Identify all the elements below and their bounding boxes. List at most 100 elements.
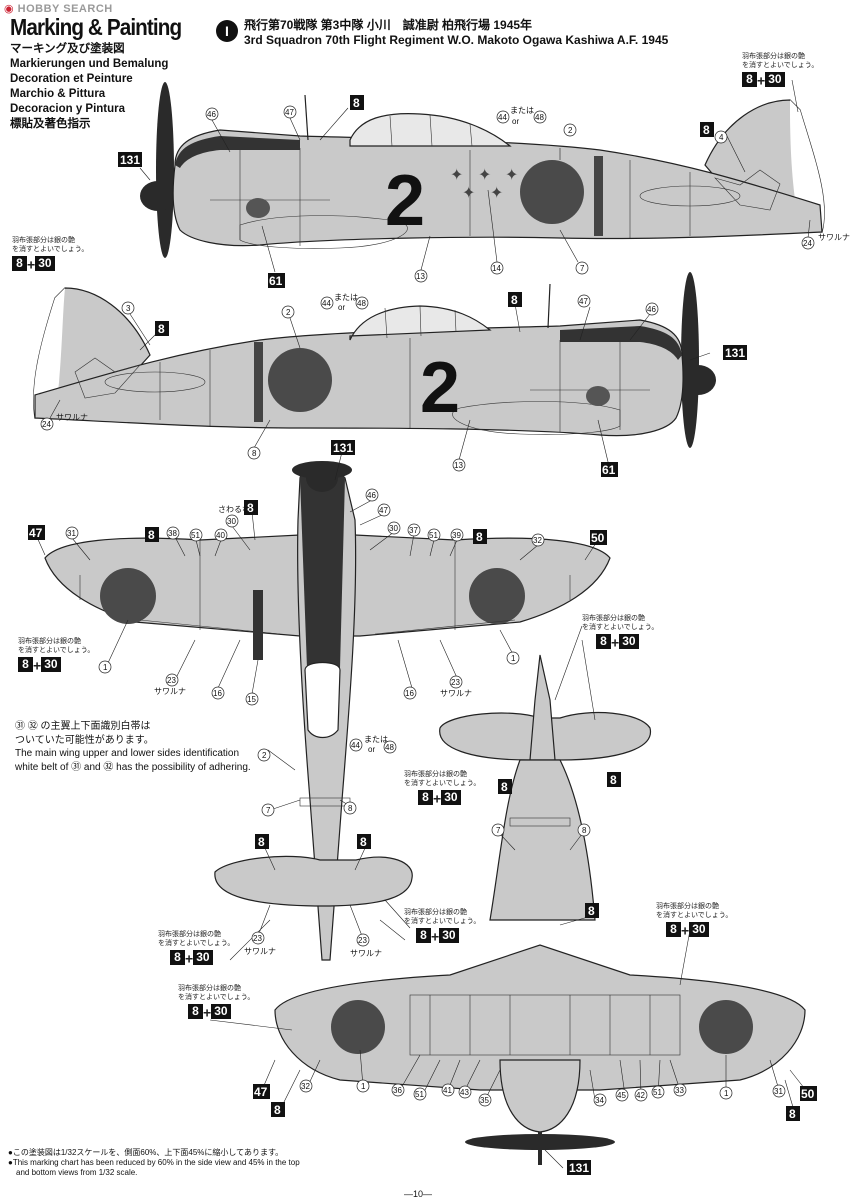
callout-7: 7 — [496, 826, 501, 835]
belt-note-en1: The main wing upper and lower sides iden… — [15, 748, 240, 759]
callout-30: 30 — [389, 524, 398, 533]
callout-1: 1 — [724, 1089, 729, 1098]
wing-stripe — [253, 590, 263, 660]
scheme-line-jp: 飛行第70戦隊 第3中隊 小川 誠准尉 柏飛行場 1945年 — [244, 18, 533, 32]
fabric-note-line1: 羽布張部分は銀の艶 — [404, 909, 467, 916]
fabric-note-line2: を消すとよいでしょう。 — [582, 624, 659, 631]
aircraft-number-upper: 2 — [385, 161, 425, 241]
callout-46: 46 — [647, 305, 656, 314]
fabric-note-line1: 羽布張部分は銀の艶 — [742, 53, 805, 60]
fabric-note: 羽布張部分は銀の艶 を消すとよいでしょう。 8+30 — [404, 770, 480, 807]
wing-lower — [274, 944, 806, 1091]
or-text: or — [338, 303, 345, 312]
wing-root — [239, 215, 408, 249]
paint-code-b: 30 — [41, 657, 61, 672]
callout-8: 8 — [476, 530, 483, 544]
fabric-note-line1: 羽布張部分は銀の艶 — [178, 985, 241, 992]
footer-en1: ●This marking chart has been reduced by … — [8, 1158, 300, 1167]
tail-plane — [104, 371, 206, 393]
plus-sign: + — [27, 256, 36, 273]
callout-2: 2 — [286, 308, 291, 317]
callout-131: 131 — [569, 1161, 589, 1175]
watermark-text: HOBBY SEARCH — [17, 3, 113, 15]
page-title: Marking & Painting — [10, 14, 182, 40]
kill-mark-icon: ✦ — [450, 167, 463, 184]
callout-45: 45 — [617, 1091, 626, 1100]
callout-51: 51 — [653, 1088, 662, 1097]
scheme-badge: I — [216, 20, 238, 42]
callout-1: 1 — [361, 1082, 366, 1091]
callout-8: 8 — [247, 501, 254, 515]
callout-8: 8 — [610, 773, 617, 787]
fabric-note-line1: 羽布張部分は銀の艶 — [404, 771, 467, 778]
callout-50: 50 — [801, 1087, 815, 1101]
anti-glare-panel — [175, 136, 300, 168]
tailplane-top — [214, 855, 413, 907]
fuselage-band-bottom — [509, 817, 571, 827]
paint-code-b: 30 — [441, 790, 461, 805]
callout-8: 8 — [703, 123, 710, 137]
callout-38: 38 — [168, 529, 177, 538]
canopy-top — [304, 661, 341, 739]
fabric-note: 羽布張部分は銀の艶 を消すとよいでしょう。 8+30 — [582, 614, 659, 650]
paint-code-a: 8 — [666, 922, 681, 937]
spinner — [140, 181, 176, 211]
plus-sign: + — [757, 72, 766, 89]
callout-16: 16 — [213, 689, 222, 698]
tail-plane — [639, 185, 741, 207]
fabric-note: 羽布張部分は銀の艶 を消すとよいでしょう。 8+30 — [656, 902, 733, 938]
callout-1: 1 — [103, 663, 108, 672]
watermark-logo-icon: ◉ — [4, 3, 15, 15]
callout-23: 23 — [451, 678, 460, 687]
language-list: マーキング及び塗装図 Markierungen und Bemalung Dec… — [10, 42, 168, 132]
callout-13: 13 — [416, 272, 425, 281]
paint-code-a: 8 — [170, 950, 185, 965]
propeller-blades — [156, 82, 174, 258]
paint-code-b: 30 — [35, 256, 55, 271]
callout-8: 8 — [274, 1103, 281, 1117]
callout-32: 32 — [533, 536, 542, 545]
lang-fr: Decoration et Peinture — [10, 73, 133, 85]
sawaruna-text: サワルナ — [818, 233, 850, 242]
hinomaru-fuselage — [268, 348, 332, 412]
callout-8: 8 — [348, 804, 353, 813]
paint-code-b: 30 — [439, 928, 459, 943]
lang-es: Decoracion y Pintura — [10, 103, 126, 115]
footer-note: ●この塗装図は1/32スケールを、側面60%、上下面45%に縮小してあります。 … — [8, 1148, 300, 1178]
plus-sign: + — [185, 950, 194, 967]
callout-7: 7 — [580, 264, 585, 273]
paint-code-a: 8 — [188, 1004, 203, 1019]
callout-44: 44 — [351, 741, 360, 750]
callout-44: 44 — [498, 113, 507, 122]
spinner-top — [306, 464, 338, 492]
fuselage-bottom-rear — [489, 759, 596, 921]
paint-code-a: 8 — [416, 928, 431, 943]
callout-24: 24 — [42, 420, 51, 429]
wing-root — [452, 401, 621, 435]
callout-131: 131 — [333, 441, 353, 455]
callout-50: 50 — [591, 531, 605, 545]
callout-8: 8 — [252, 449, 257, 458]
sawaruna-text: サワルナ — [350, 949, 382, 958]
kill-marks: ✦ ✦ ✦ ✦ ✦ — [450, 167, 518, 202]
plus-sign: + — [433, 790, 442, 807]
paint-code-a: 8 — [418, 790, 433, 805]
fabric-note: 羽布張部分は銀の艶 を消すとよいでしょう。 8+30 — [404, 908, 481, 944]
fabric-note-line2: を消すとよいでしょう。 — [404, 918, 481, 925]
callout-32: 32 — [301, 1082, 310, 1091]
callout-40: 40 — [216, 531, 225, 540]
paint-code-a: 8 — [596, 634, 611, 649]
callout-14: 14 — [492, 264, 501, 273]
hinomaru-wing-right — [469, 568, 525, 624]
kill-mark-icon: ✦ — [462, 185, 475, 202]
kill-mark-icon: ✦ — [478, 167, 491, 184]
callout-47: 47 — [29, 526, 43, 540]
callout-61: 61 — [602, 463, 616, 477]
footer-jp: ●この塗装図は1/32スケールを、側面60%、上下面45%に縮小してあります。 — [8, 1148, 284, 1157]
callout-34: 34 — [595, 1096, 604, 1105]
fabric-note-line2: を消すとよいでしょう。 — [656, 912, 733, 919]
paint-code-a: 8 — [742, 72, 757, 87]
page-number: —10— — [404, 1189, 433, 1199]
decal-callouts: 46 47 44 または or 48 2 4 24 サワルナ 13 14 7 3… — [40, 105, 850, 1107]
